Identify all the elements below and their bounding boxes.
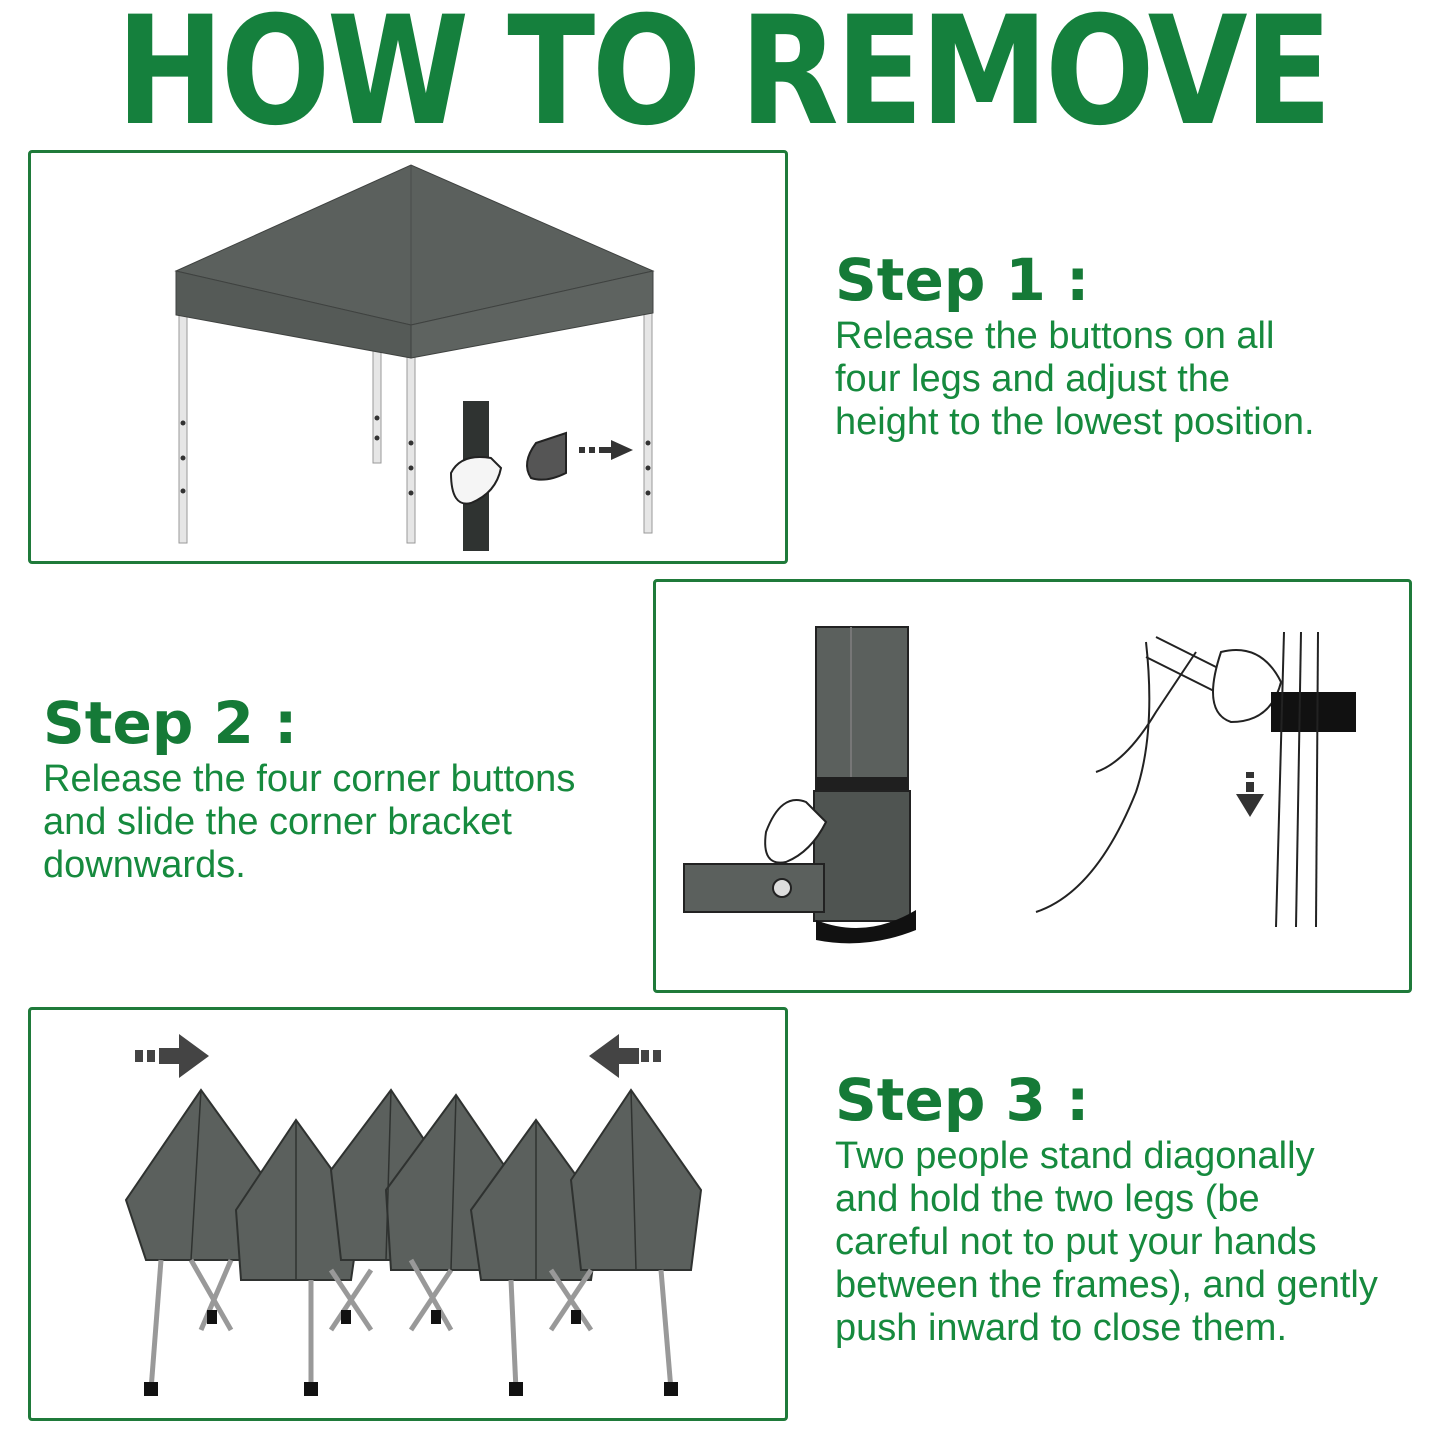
step1-illustration-panel [28, 150, 788, 564]
step1-text: Release the buttons on all four legs and… [835, 315, 1315, 443]
step3-instructions: Step 3 : Two people stand diagonally and… [835, 1065, 1378, 1350]
push-inward-arrow-left-icon [135, 1034, 209, 1078]
push-inward-arrow-right-icon [589, 1034, 661, 1078]
step3-text: Two people stand diagonally and hold the… [835, 1135, 1378, 1349]
step2-heading: Step 2 : [43, 689, 298, 757]
corner-bracket-illustration [683, 626, 1356, 944]
page-title: HOW TO REMOVE [116, 0, 1332, 159]
step2-illustration-panel [653, 579, 1412, 993]
folding-frame-illustration [124, 1034, 703, 1396]
step2-instructions: Step 2 : Release the four corner buttons… [43, 688, 575, 887]
step1-heading: Step 1 : [835, 246, 1090, 314]
canopy-tent-illustration [174, 164, 655, 551]
step3-heading: Step 3 : [835, 1066, 1090, 1134]
step3-illustration-panel [28, 1007, 788, 1421]
step2-text: Release the four corner buttons and slid… [43, 758, 576, 886]
step1-instructions: Step 1 : Release the buttons on all four… [835, 245, 1315, 444]
